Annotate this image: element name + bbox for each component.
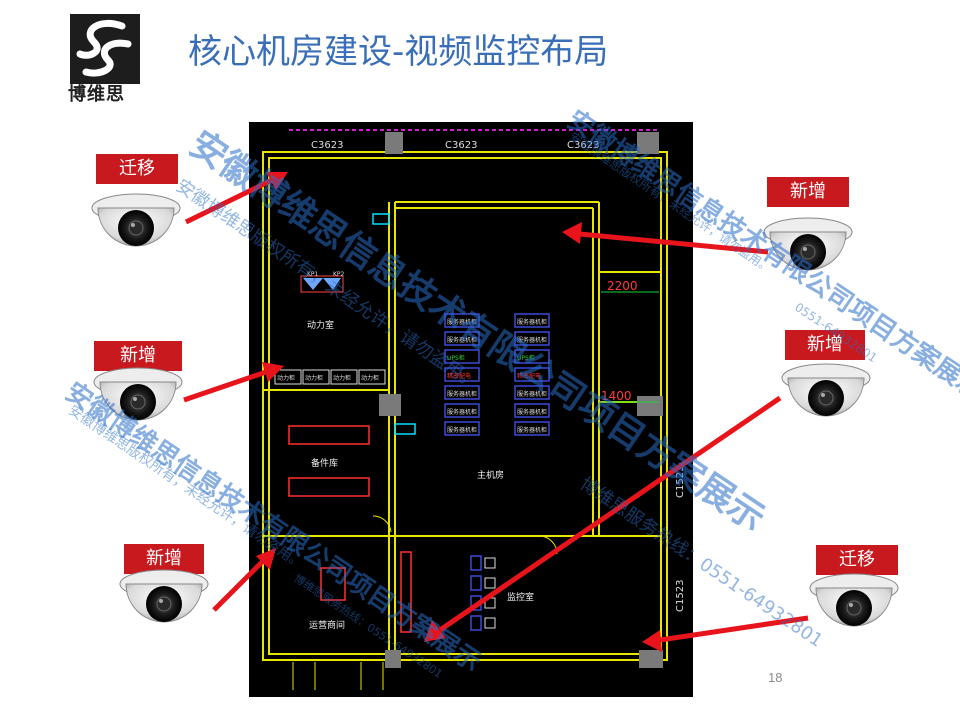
svg-text:服务器机柜: 服务器机柜 bbox=[517, 408, 547, 416]
room-label: 监控室 bbox=[507, 591, 534, 603]
door-code: C3623 bbox=[567, 140, 599, 151]
floor-plan: C3623 C3623 C3623 C1523 C1523 2200 1400 … bbox=[249, 122, 693, 697]
camera-status-label: 新增 bbox=[94, 341, 182, 371]
server-racks-left: 服务器机柜 服务器机柜 UPS柜 精密配电 服务器机柜 服务器机柜 服务器机柜 bbox=[444, 313, 480, 436]
room-label: 运营商间 bbox=[309, 619, 345, 631]
security-camera-icon bbox=[91, 193, 181, 247]
dimension-label: 1400 bbox=[601, 389, 632, 403]
camera-1: 迁移 bbox=[96, 154, 178, 184]
company-logo bbox=[70, 14, 140, 102]
svg-text:服务器机柜: 服务器机柜 bbox=[447, 408, 477, 416]
camera-6: 迁移 bbox=[816, 545, 898, 575]
door-code: C3623 bbox=[311, 140, 343, 151]
svg-text:动力柜: 动力柜 bbox=[277, 374, 295, 382]
slide-title: 核心机房建设-视频监控布局 bbox=[188, 32, 609, 72]
server-racks-right: 服务器机柜 服务器机柜 UPS柜 精密配电 服务器机柜 服务器机柜 服务器机柜 bbox=[514, 313, 550, 436]
outer-walls bbox=[262, 151, 668, 661]
svg-text:KP1: KP1 bbox=[307, 271, 319, 278]
building-columns bbox=[379, 132, 663, 668]
svg-text:服务器机柜: 服务器机柜 bbox=[517, 318, 547, 326]
security-camera-icon bbox=[809, 573, 899, 627]
page-number: 18 bbox=[768, 670, 783, 685]
switch-symbol: KP1 KP2 bbox=[300, 271, 345, 293]
svg-text:服务器机柜: 服务器机柜 bbox=[447, 426, 477, 434]
camera-status-label: 迁移 bbox=[816, 545, 898, 575]
svg-text:UPS柜: UPS柜 bbox=[447, 354, 465, 362]
camera-status-label: 新增 bbox=[124, 544, 204, 574]
power-cabinets: 动力柜 动力柜 动力柜 动力柜 bbox=[274, 369, 386, 385]
camera-direction-arrows bbox=[183, 172, 809, 652]
door-code: C1523 bbox=[675, 580, 686, 612]
svg-text:服务器机柜: 服务器机柜 bbox=[447, 390, 477, 398]
camera-2: 新增 bbox=[767, 177, 849, 207]
logo-text: 博维思 bbox=[68, 84, 125, 105]
camera-status-label: 新增 bbox=[767, 177, 849, 207]
camera-5: 新增 bbox=[124, 544, 204, 574]
svg-text:动力柜: 动力柜 bbox=[333, 374, 351, 382]
svg-text:动力柜: 动力柜 bbox=[361, 374, 379, 382]
svg-text:精密配电: 精密配电 bbox=[447, 372, 471, 380]
camera-4: 新增 bbox=[785, 330, 865, 360]
svg-text:精密配电: 精密配电 bbox=[517, 372, 541, 380]
svg-text:服务器机柜: 服务器机柜 bbox=[517, 426, 547, 434]
camera-3: 新增 bbox=[94, 341, 182, 371]
svg-text:服务器机柜: 服务器机柜 bbox=[447, 318, 477, 326]
camera-status-label: 迁移 bbox=[96, 154, 178, 184]
svg-text:服务器机柜: 服务器机柜 bbox=[517, 390, 547, 398]
camera-status-label: 新增 bbox=[785, 330, 865, 360]
security-camera-icon bbox=[781, 363, 871, 417]
room-label: 主机房 bbox=[477, 469, 504, 481]
security-camera-icon bbox=[119, 569, 209, 623]
svg-text:UPS柜: UPS柜 bbox=[517, 354, 535, 362]
door-code: C1523 bbox=[675, 466, 686, 498]
door-code: C3623 bbox=[445, 140, 477, 151]
dimension-label: 2200 bbox=[607, 279, 638, 293]
svg-text:KP2: KP2 bbox=[333, 271, 345, 278]
svg-text:服务器机柜: 服务器机柜 bbox=[517, 336, 547, 344]
svg-text:服务器机柜: 服务器机柜 bbox=[447, 336, 477, 344]
room-label: 动力室 bbox=[307, 319, 334, 331]
room-label: 备件库 bbox=[311, 457, 338, 469]
svg-text:动力柜: 动力柜 bbox=[305, 374, 323, 382]
